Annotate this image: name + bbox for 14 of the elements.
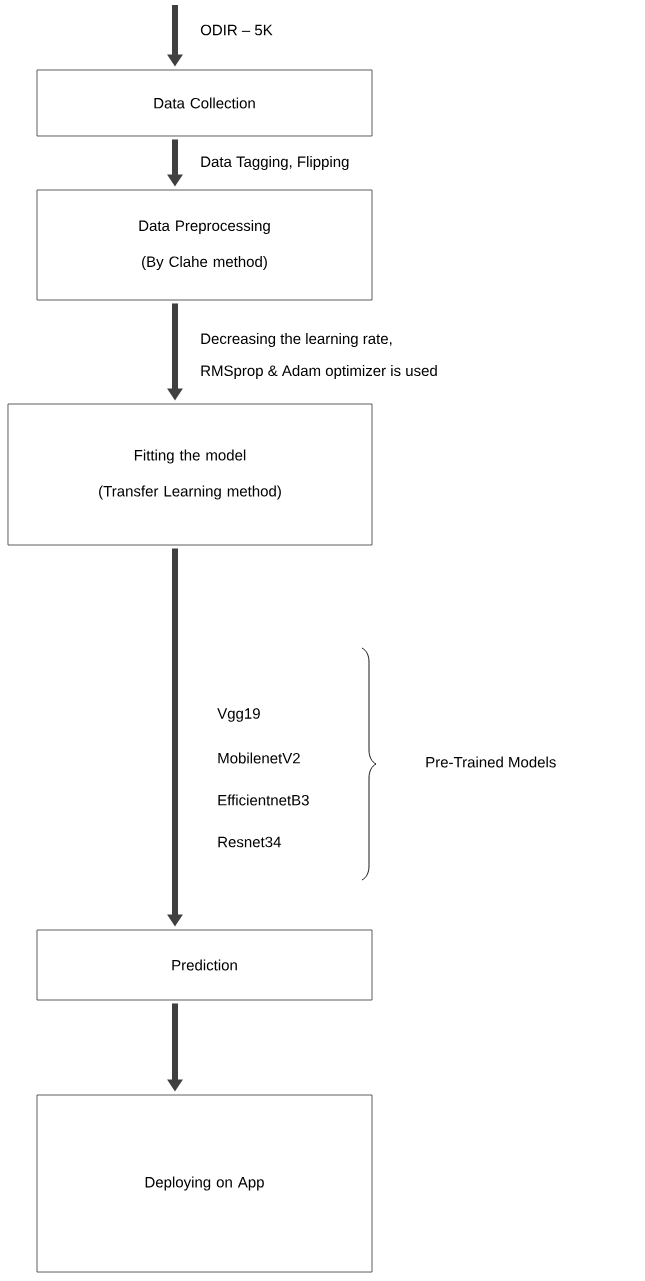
process-box: Prediction (36, 929, 373, 1001)
label: MobilenetV2 (218, 752, 300, 764)
label: EfficientnetB3 (218, 794, 309, 806)
label: Resnet34 (218, 836, 281, 848)
edge-label: ODIR – 5K (200, 24, 273, 36)
edge-label: Data Tagging, Flipping (201, 156, 349, 170)
edge-label: Decreasing the learning rate, (201, 333, 392, 347)
process-box: Fitting the model (Transfer Learning method) (7, 403, 373, 546)
label: RMSprop & Adam optimizer is used (201, 365, 437, 379)
label: Pre-Trained Models (426, 756, 556, 768)
process-box: Data Preprocessing (By Clahe method) (36, 189, 373, 301)
process-box: Deploying on App (36, 1094, 373, 1273)
label: Vgg19 (217, 708, 260, 722)
process-box: Data Collection (36, 69, 373, 137)
